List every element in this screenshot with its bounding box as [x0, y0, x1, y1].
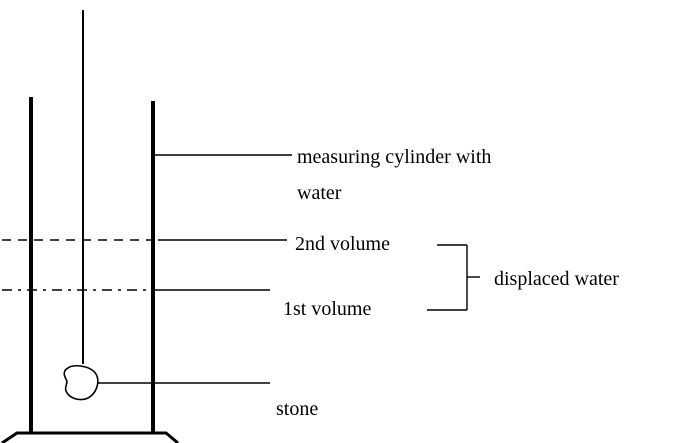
label-cylinder-line2: water	[297, 182, 342, 204]
label-cylinder-line1: measuring cylinder with	[297, 146, 492, 168]
cylinder-base	[1, 431, 179, 443]
label-stone: stone	[276, 398, 319, 420]
stone	[63, 364, 99, 401]
label-second-volume: 2nd volume	[295, 233, 390, 255]
label-displaced-water: displaced water	[494, 268, 619, 290]
label-first-volume: 1st volume	[283, 298, 372, 320]
